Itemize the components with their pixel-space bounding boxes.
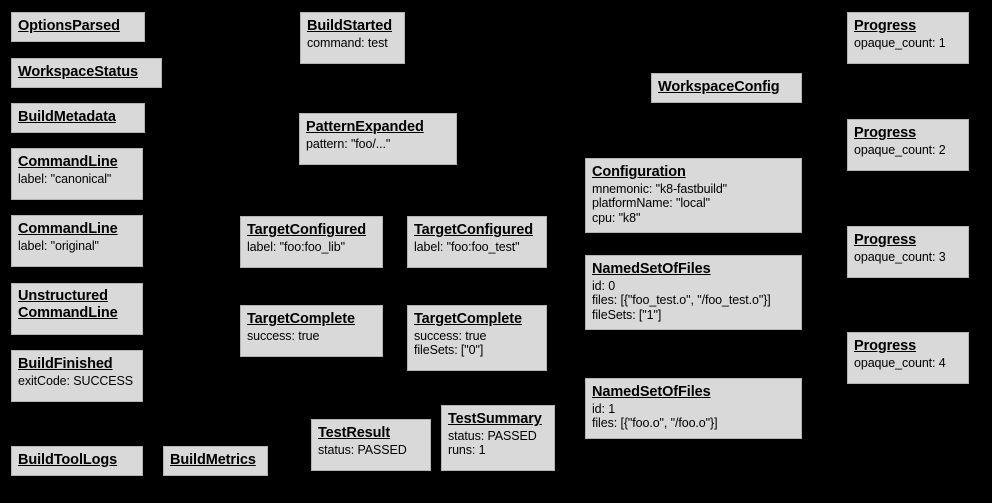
node-attribute: opaque_count: 1 (854, 35, 946, 50)
node-title: CommandLine (18, 221, 118, 237)
node-build-metadata[interactable]: BuildMetadata (11, 103, 145, 133)
node-title: CommandLine (18, 154, 118, 170)
node-attribute: runs: 1 (448, 443, 486, 458)
node-title: Configuration (592, 164, 686, 180)
node-title: PatternExpanded (306, 119, 424, 135)
node-attribute: success: true (247, 328, 320, 343)
node-title: TargetComplete (414, 311, 522, 327)
node-title: BuildToolLogs (18, 452, 118, 468)
node-title: Progress (854, 18, 917, 34)
node-attribute: status: PASSED (318, 442, 407, 457)
node-attribute: files: [{"foo.o", "/foo.o"}] (592, 416, 718, 431)
node-attribute: fileSets: ["0"] (414, 343, 484, 358)
node-workspace-status[interactable]: WorkspaceStatus (11, 58, 162, 88)
node-attribute: pattern: "foo/..." (306, 136, 391, 151)
node-title: WorkspaceStatus (18, 64, 138, 80)
node-title: NamedSetOfFiles (592, 384, 711, 400)
node-attribute: mnemonic: "k8-fastbuild" (592, 181, 728, 196)
node-title: BuildMetrics (170, 452, 256, 468)
node-title: OptionsParsed (18, 18, 120, 34)
node-attribute: opaque_count: 3 (854, 249, 946, 264)
node-title: BuildStarted (307, 18, 393, 34)
node-attribute: cpu: "k8" (592, 210, 641, 225)
node-attribute: label: "foo:foo_test" (414, 239, 520, 254)
node-title: WorkspaceConfig (658, 79, 780, 95)
node-workspace-config[interactable]: WorkspaceConfig (651, 73, 802, 103)
node-title: Progress (854, 338, 917, 354)
node-build-tool-logs[interactable]: BuildToolLogs (11, 446, 143, 476)
node-title: TargetConfigured (247, 222, 366, 238)
node-title: TargetComplete (247, 311, 355, 327)
node-title: Progress (854, 125, 917, 141)
node-attribute: status: PASSED (448, 428, 537, 443)
node-attribute: label: "foo:foo_lib" (247, 239, 345, 254)
node-attribute: id: 0 (592, 278, 616, 293)
node-attribute: platformName: "local" (592, 196, 710, 211)
node-attribute: label: "original" (18, 238, 99, 253)
node-attribute: label: "canonical" (18, 171, 112, 186)
node-title: Unstructured (18, 288, 108, 304)
node-attribute: files: [{"foo_test.o", "/foo_test.o"}] (592, 293, 771, 308)
node-attribute: id: 1 (592, 401, 616, 416)
node-title: BuildMetadata (18, 109, 116, 125)
node-attribute: success: true (414, 328, 487, 343)
node-title: Progress (854, 232, 917, 248)
node-options-parsed[interactable]: OptionsParsed (11, 12, 145, 42)
node-build-metrics[interactable]: BuildMetrics (163, 446, 268, 476)
node-attribute: command: test (307, 35, 388, 50)
node-title: NamedSetOfFiles (592, 261, 711, 277)
node-title: CommandLine (18, 304, 118, 321)
node-attribute: opaque_count: 4 (854, 355, 946, 370)
node-title: BuildFinished (18, 356, 113, 372)
node-attribute: exitCode: SUCCESS (18, 373, 134, 388)
node-attribute: fileSets: ["1"] (592, 307, 662, 322)
node-attribute: opaque_count: 2 (854, 142, 946, 157)
node-title: TestSummary (448, 411, 542, 427)
node-title: TestResult (318, 425, 391, 441)
node-title: TargetConfigured (414, 222, 533, 238)
